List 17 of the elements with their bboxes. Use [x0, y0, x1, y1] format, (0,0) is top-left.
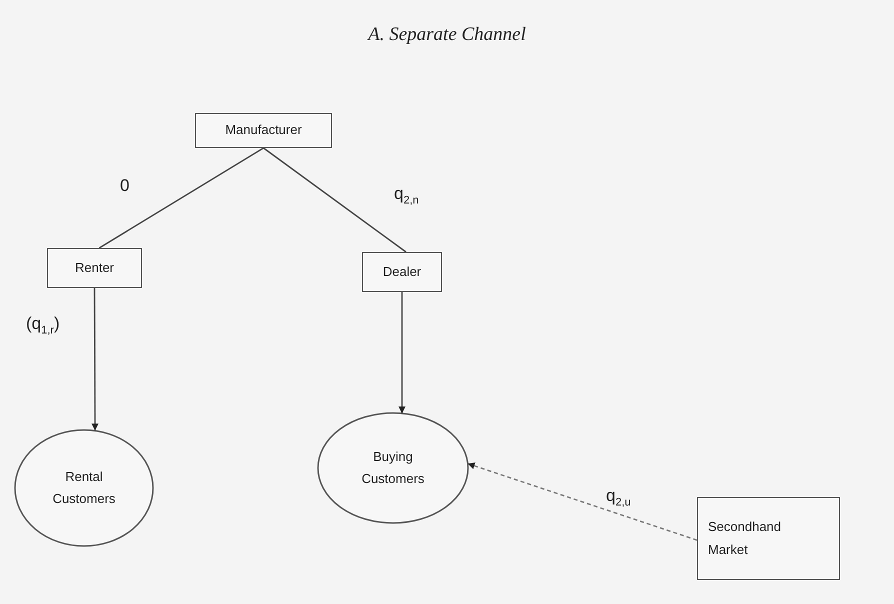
process-box	[195, 113, 332, 148]
arrow	[398, 292, 406, 414]
arrow	[467, 462, 698, 541]
arrow	[92, 288, 99, 431]
node-label: Buying Customers	[360, 448, 426, 488]
process-box	[697, 497, 840, 580]
process-box	[362, 252, 442, 292]
node-label: Rental Customers	[52, 468, 116, 508]
connector-line	[98, 147, 264, 249]
node-label: Dealer	[382, 262, 422, 281]
node-label: Manufacturer	[225, 121, 302, 140]
edge-label: (q$_{1,r}$)	[24, 314, 62, 336]
diagram-title: A. Separate Channel	[366, 24, 527, 46]
connector-line	[263, 147, 406, 253]
node-label: Secondhand Market	[708, 518, 782, 558]
process-box	[47, 248, 142, 288]
node-label: Renter	[74, 258, 114, 277]
